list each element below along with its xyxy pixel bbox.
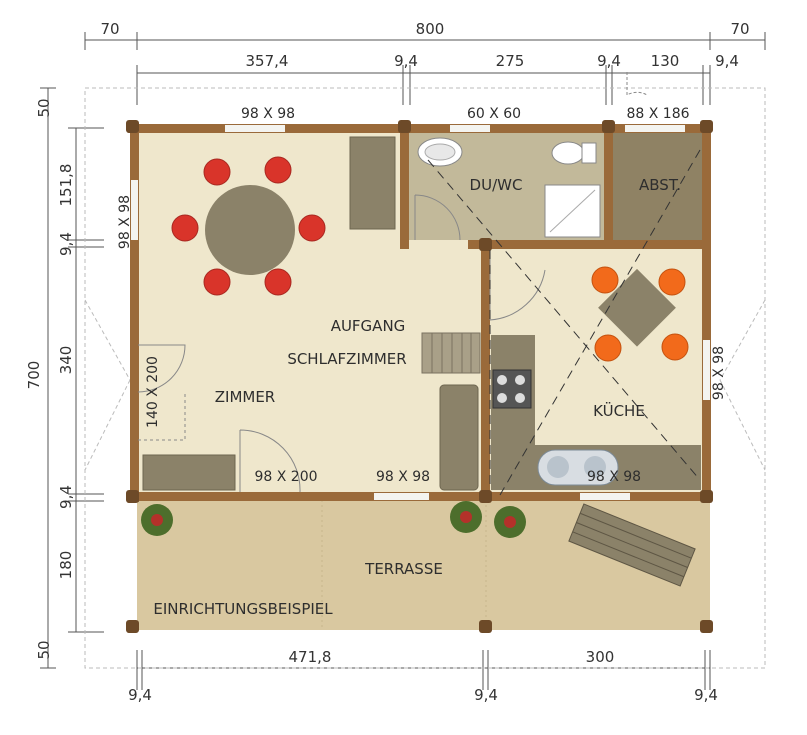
label-window-top-mid: 60 X 60: [467, 106, 521, 122]
dim-left-top-margin: 50: [35, 98, 53, 117]
dim-top-seg-2: 9,4: [394, 52, 418, 70]
room-aufgang: AUFGANG: [331, 317, 406, 335]
room-terrasse: TERRASSE: [364, 560, 443, 578]
bench: [142, 454, 236, 491]
dim-top-seg-4: 9,4: [597, 52, 621, 70]
label-window-bottom-mid: 98 X 98: [376, 469, 430, 485]
room-schlafzimmer: SCHLAFZIMMER: [287, 350, 406, 368]
terrace-bench: [568, 503, 696, 587]
label-door-left: 140 X 200: [145, 356, 161, 428]
room-labels: DU/WC ABST. AUFGANG SCHLAFZIMMER ZIMMER …: [153, 176, 681, 618]
dining-chairs: [171, 156, 326, 296]
dim-top-overall: 800: [416, 20, 445, 38]
roof-outline: [84, 87, 766, 669]
dim-top-right-margin: 70: [730, 20, 749, 38]
dim-top-left-margin: 70: [100, 20, 119, 38]
dim-left-seg-4: 9,4: [57, 485, 75, 509]
round-table: [205, 185, 295, 275]
dim-left-seg-1: 151,8: [57, 164, 75, 207]
opening-labels: 98 X 98 60 X 60 88 X 186 98 X 98 140 X 2…: [117, 106, 727, 485]
label-window-top-left: 98 X 98: [241, 106, 295, 122]
dimension-labels: 70 800 70 357,4 9,4 275 9,4 130 9,4 50 1…: [25, 20, 750, 704]
kitchen-table: [598, 268, 676, 347]
wardrobe: [349, 136, 396, 230]
window-gaps: [131, 125, 710, 500]
dim-left-seg-3: 340: [57, 346, 75, 375]
stairs: [421, 332, 481, 374]
room-kueche: KÜCHE: [593, 401, 645, 420]
dim-left-bottom-margin: 50: [35, 640, 53, 659]
dim-bottom-seg-1: 471,8: [289, 648, 332, 666]
kitchen-chairs: [591, 266, 689, 362]
room-abst: ABST.: [639, 176, 681, 194]
room-zimmer: ZIMMER: [215, 388, 275, 406]
room-du-wc: DU/WC: [470, 176, 523, 194]
label-window-bottom-right: 98 X 98: [587, 469, 641, 485]
label-window-right: 98 X 98: [711, 346, 727, 400]
plants: [141, 501, 526, 538]
furniture: [141, 136, 701, 587]
sideboard: [439, 384, 479, 491]
dim-top-seg-6: 9,4: [715, 52, 739, 70]
label-door-bottom-left: 98 X 200: [254, 469, 317, 485]
stove: [492, 369, 532, 409]
dim-bottom-wall-2: 9,4: [474, 686, 498, 704]
terrace-posts: [321, 500, 487, 630]
label-example: EINRICHTUNGSBEISPIEL: [153, 600, 333, 618]
label-window-left: 98 X 98: [117, 195, 133, 249]
dim-left-overall: 700: [25, 361, 43, 390]
dim-left-seg-5: 180: [57, 551, 75, 580]
roof-ridge-lines: [427, 149, 701, 496]
dim-top-seg-5: 130: [651, 52, 680, 70]
dim-bottom-wall-1: 9,4: [128, 686, 152, 704]
wall-ends: [126, 120, 713, 633]
label-door-top-right: 88 X 186: [626, 106, 689, 122]
dim-top-seg-3: 275: [496, 52, 525, 70]
dim-left-seg-2: 9,4: [57, 232, 75, 256]
toilet: [551, 141, 585, 165]
dim-top-seg-1: 357,4: [246, 52, 289, 70]
dim-bottom-wall-3: 9,4: [694, 686, 718, 704]
dim-bottom-seg-2: 300: [586, 648, 615, 666]
